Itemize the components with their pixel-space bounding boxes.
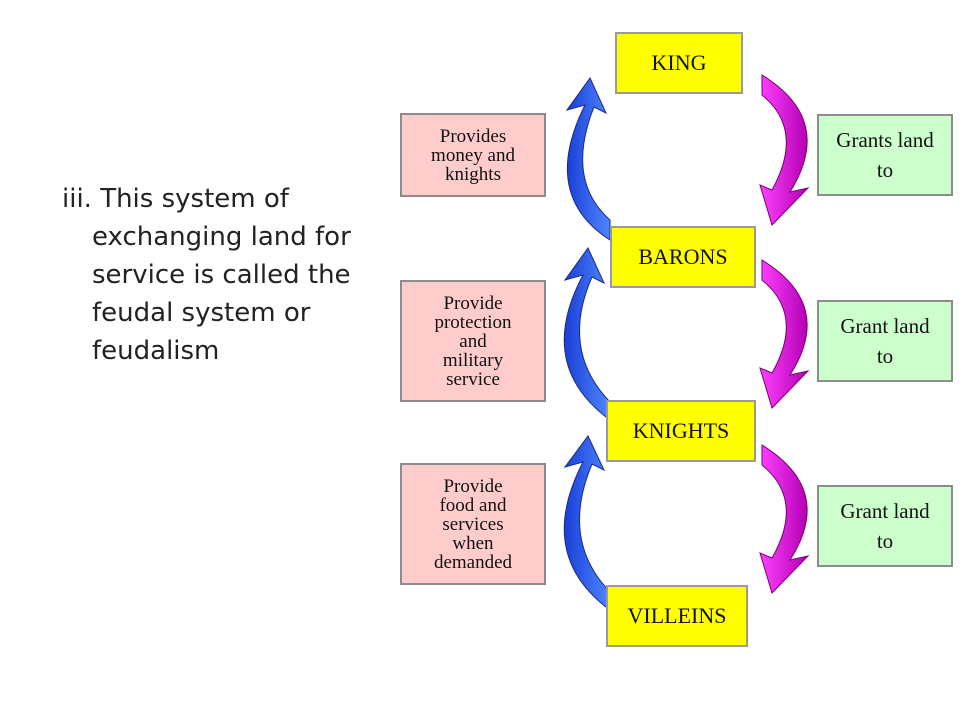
- rank-box-knights: KNIGHTS: [606, 400, 756, 462]
- rank-label: KING: [651, 50, 707, 75]
- obligation-box-barons: Provides money and knights: [400, 113, 546, 197]
- obligation-text: Provide food and services when demanded: [433, 475, 513, 573]
- grant-text: Grant land to: [840, 499, 930, 553]
- rank-label: VILLEINS: [627, 603, 727, 628]
- up-arrow-1: [565, 77, 611, 241]
- up-arrow-3: [563, 435, 611, 611]
- grant-text: Grant land to: [840, 314, 930, 368]
- down-arrow-3: [759, 444, 810, 594]
- obligation-box-knights: Provide protection and military service: [400, 280, 546, 402]
- down-arrow-2: [759, 259, 810, 409]
- obligation-text: Provides money and knights: [431, 125, 515, 185]
- up-arrow-2: [563, 247, 611, 421]
- obligation-box-villeins: Provide food and services when demanded: [400, 463, 546, 585]
- obligation-text: Provide protection and military service: [434, 292, 512, 390]
- grant-box-barons: Grant land to: [817, 300, 953, 382]
- rank-box-barons: BARONS: [610, 226, 756, 288]
- rank-box-villeins: VILLEINS: [606, 585, 748, 647]
- grant-box-knights: Grant land to: [817, 485, 953, 567]
- grant-box-king: Grants land to: [817, 114, 953, 196]
- rank-label: KNIGHTS: [632, 418, 730, 443]
- rank-box-king: KING: [615, 32, 743, 94]
- grant-text: Grants land to: [836, 128, 934, 182]
- bullet-text: iii. This system of exchanging land for …: [62, 184, 351, 366]
- rank-label: BARONS: [638, 244, 728, 269]
- down-arrow-1: [759, 74, 810, 226]
